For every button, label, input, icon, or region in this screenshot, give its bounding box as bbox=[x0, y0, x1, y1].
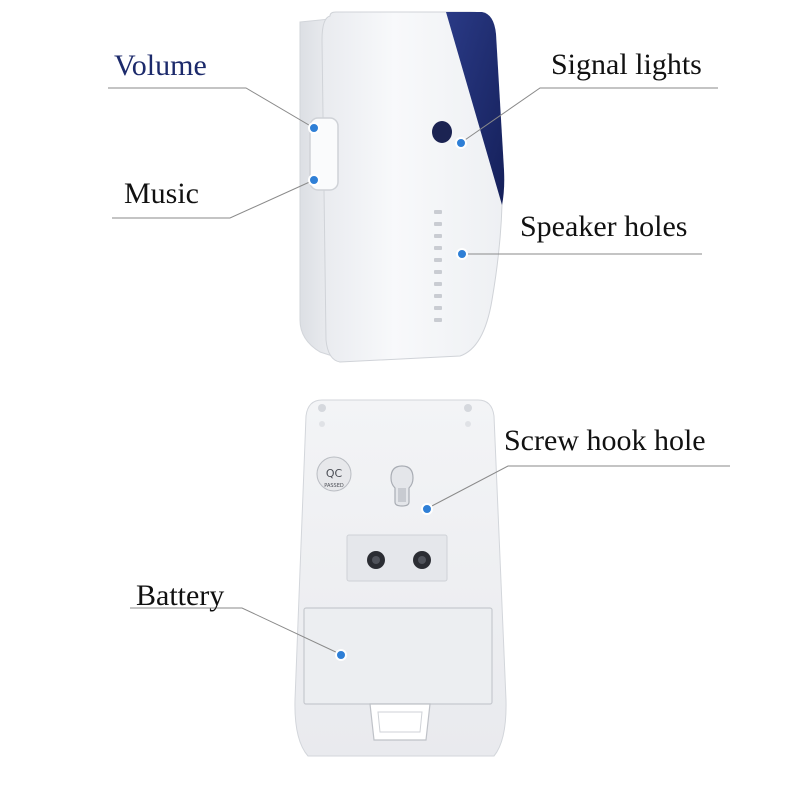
label-signal-lights: Signal lights bbox=[551, 48, 702, 81]
label-battery: Battery bbox=[136, 579, 225, 612]
leader-music bbox=[112, 179, 315, 219]
label-screw-hook-hole: Screw hook hole bbox=[504, 424, 706, 457]
label-speaker-holes: Speaker holes bbox=[520, 210, 688, 243]
leader-lines bbox=[108, 87, 730, 655]
battery-latch bbox=[369, 703, 431, 741]
qc-text: QC bbox=[326, 467, 343, 480]
signal-light-lens bbox=[432, 121, 452, 143]
speaker-holes-grid bbox=[434, 210, 442, 322]
signal-light-panel bbox=[446, 12, 505, 205]
callout-dots bbox=[308, 122, 468, 661]
dot-volume bbox=[308, 122, 320, 134]
dot-battery bbox=[335, 649, 347, 661]
label-volume: Volume bbox=[114, 49, 207, 82]
dot-music bbox=[308, 174, 320, 186]
screw-hook-keyhole bbox=[390, 465, 414, 507]
dot-signal bbox=[455, 137, 467, 149]
dot-speaker bbox=[456, 248, 468, 260]
receiver-front-view bbox=[299, 11, 505, 363]
battery-cover bbox=[303, 607, 493, 705]
leader-screw bbox=[427, 465, 730, 509]
qc-passed-sticker: QC PASSED bbox=[316, 456, 352, 492]
leader-volume bbox=[108, 87, 315, 129]
leader-battery bbox=[130, 607, 341, 655]
terminal-recess bbox=[346, 534, 448, 582]
receiver-back-view: QC PASSED bbox=[294, 399, 507, 757]
qc-passed-text: PASSED bbox=[324, 483, 344, 489]
label-music: Music bbox=[124, 177, 199, 210]
side-button bbox=[309, 117, 339, 191]
dot-screw bbox=[421, 503, 433, 515]
leader-signal bbox=[461, 87, 718, 143]
